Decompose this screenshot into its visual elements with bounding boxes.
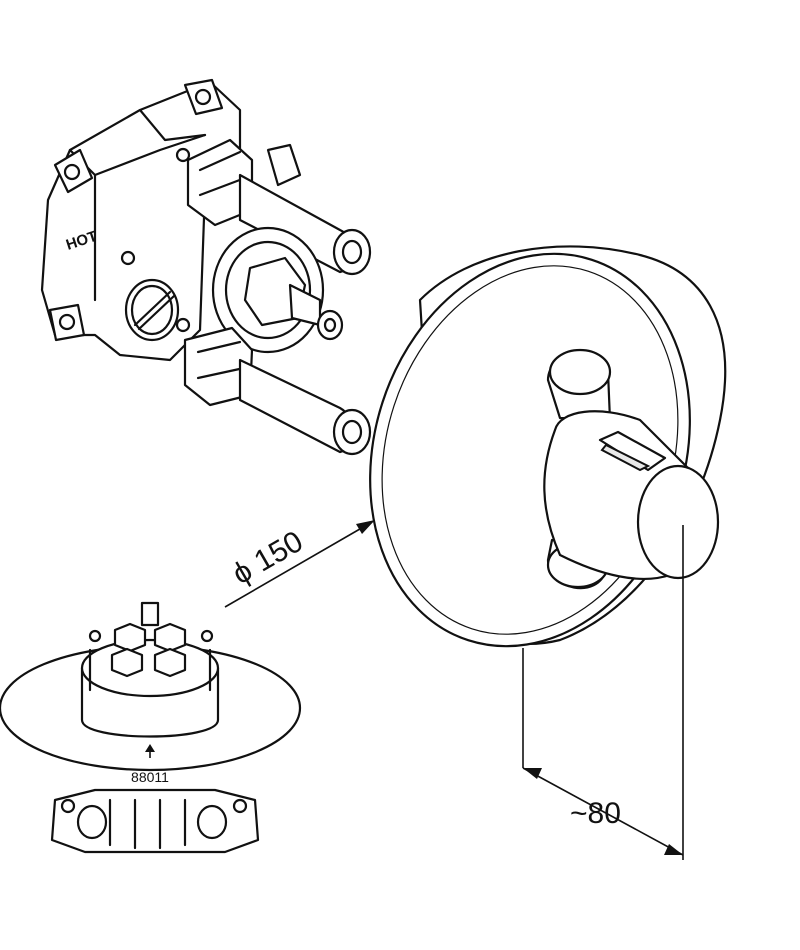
escutcheon-assembly	[369, 245, 727, 648]
mounting-box	[80, 601, 220, 738]
diameter-label: ϕ 150	[227, 525, 309, 591]
screw-plug	[124, 278, 180, 342]
bolt-1	[175, 147, 191, 163]
upper-outlet-pipe	[186, 138, 372, 276]
bolt-2	[175, 317, 191, 333]
valve-base	[50, 788, 260, 854]
handle-cylinder	[543, 410, 720, 581]
depth-dimension: ~80	[522, 525, 684, 860]
lower-outlet-pipe	[183, 326, 372, 456]
mounting-lug-bottom	[48, 303, 86, 342]
rough-in-set: 88011	[0, 601, 302, 854]
hex-plugs	[110, 622, 187, 678]
mounting-lug-top	[53, 148, 94, 194]
mounting-lug-upper-right	[183, 78, 224, 116]
diameter-dimension: ϕ 150	[224, 520, 375, 608]
central-cartridge	[211, 226, 344, 354]
handle-lever-top	[546, 348, 612, 422]
depth-label: ~80	[570, 797, 621, 830]
part-number-arrow	[145, 744, 155, 758]
bolt-3	[120, 250, 136, 266]
valve-body: HOT	[40, 78, 242, 362]
part-number-label: 88011	[131, 769, 169, 785]
temperature-indicator-button	[598, 430, 667, 472]
